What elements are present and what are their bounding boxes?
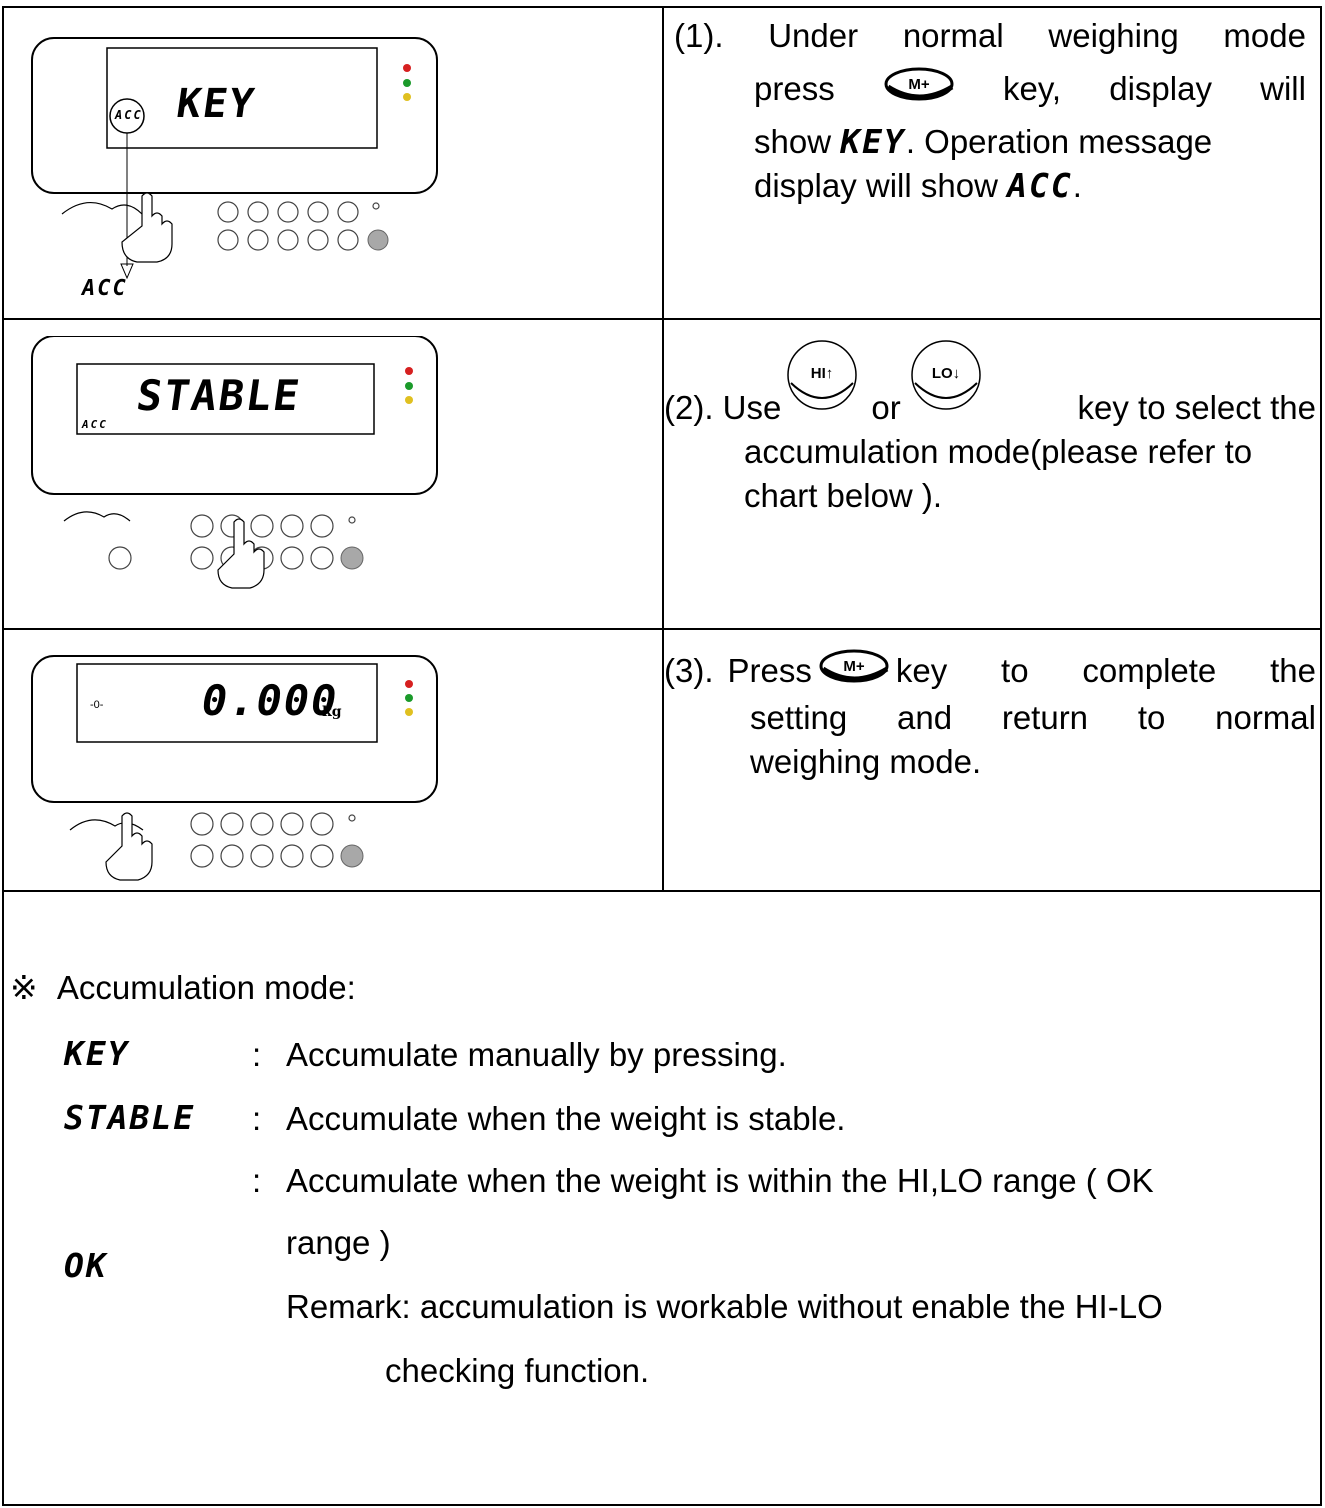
mode-code-key: KEY	[64, 1034, 130, 1073]
step2-line1: (2). Use HI↑ or LO↓ key to select the	[664, 338, 1316, 430]
word: normal	[1215, 699, 1316, 736]
word: to	[1001, 652, 1029, 689]
remark-line2: checking function.	[385, 1352, 650, 1389]
step-number: (2). Use	[664, 389, 782, 426]
step1-line3: show KEY. Operation message	[674, 120, 1306, 164]
word: key,	[1003, 70, 1062, 107]
step-number: (3).	[664, 652, 714, 689]
lcd-sub-readout: ACC	[115, 108, 143, 122]
word: return	[1001, 699, 1089, 736]
word: display	[1109, 70, 1212, 107]
scale-panel-drawing: -0-	[31, 655, 438, 881]
mode-separator: :	[252, 1100, 262, 1137]
svg-text:-0-: -0-	[90, 699, 104, 711]
scale-panel-drawing	[31, 335, 438, 589]
table-border-right	[1320, 6, 1322, 1506]
mplus-key-label: M+	[908, 76, 929, 93]
word: and	[897, 699, 953, 736]
word: key to select the	[1077, 389, 1316, 426]
modes-heading-text: Accumulation mode:	[56, 969, 356, 1006]
step2-text: (2). Use HI↑ or LO↓ key to select the ac…	[664, 338, 1316, 518]
step3-line3: weighing mode.	[750, 743, 982, 780]
word: mode	[1223, 17, 1306, 54]
hi-key-label: HI↑	[811, 365, 834, 382]
segment-code: ACC	[1007, 166, 1073, 205]
remark-line1: Remark: accumulation is workable without…	[286, 1288, 1163, 1325]
word: press	[754, 70, 835, 107]
instruction-table: KEY ACC ACC (1). Under normal weighing m…	[2, 6, 1322, 1506]
word: or	[871, 389, 901, 426]
scale-illustration-step2: STABLE ACC	[22, 335, 642, 616]
mplus-key-label: M+	[843, 658, 864, 675]
word: show	[754, 123, 832, 160]
mode-desc-key: Accumulate manually by pressing.	[286, 1036, 787, 1073]
step3-line1: (3). Press M+ key to complete the	[664, 646, 1316, 696]
word: Under	[768, 17, 859, 54]
step3-text: (3). Press M+ key to complete the settin…	[664, 646, 1316, 784]
word: .	[1072, 167, 1082, 204]
word: to	[1137, 699, 1166, 736]
step2-line2: accumulation mode(please refer to	[744, 433, 1253, 470]
segment-code: KEY	[840, 122, 906, 161]
word: the	[1270, 652, 1316, 689]
mode-code-ok: OK	[64, 1246, 108, 1285]
lcd-unit: kg	[322, 704, 342, 720]
column-divider	[662, 6, 664, 892]
step1-text: (1). Under normal weighing mode press M+…	[674, 14, 1306, 208]
step-number: (1).	[674, 17, 724, 54]
lo-key-label: LO↓	[932, 365, 960, 382]
reference-mark: ※	[10, 969, 38, 1006]
mode-code-stable: STABLE	[64, 1098, 196, 1137]
step3-line1-end: key to complete the	[896, 649, 1316, 693]
scale-panel-drawing	[31, 37, 438, 280]
mode-separator: :	[252, 1162, 262, 1199]
lcd-main-readout: 0.000	[202, 676, 339, 725]
word: normal	[902, 17, 1004, 54]
operation-message-label: ACC	[82, 276, 128, 301]
scale-illustration-step3: -0- 0.000 kg	[22, 646, 642, 886]
step1-line4: display will show ACC.	[674, 164, 1306, 208]
mplus-key-icon: M+	[883, 65, 955, 114]
step1-line1: (1). Under normal weighing mode	[674, 14, 1306, 58]
hi-key-icon: HI↑	[785, 338, 859, 423]
mode-desc-ok: Accumulate when the weight is within the…	[286, 1162, 1154, 1199]
scale-illustration-step1: KEY ACC ACC	[22, 26, 642, 306]
word: key	[895, 652, 948, 689]
mode-desc-ok-cont: range )	[286, 1224, 391, 1261]
step2-line3: chart below ).	[744, 477, 943, 514]
table-border-bottom	[2, 1504, 1322, 1506]
step1-line2: press M+ key, display will	[674, 58, 1306, 120]
table-border-left	[2, 6, 4, 1506]
lo-key-icon: LO↓	[909, 338, 983, 423]
modes-heading: ※ Accumulation mode:	[10, 968, 356, 1007]
step3-line2: setting and return to normal	[664, 696, 1316, 740]
word: Press	[727, 652, 812, 689]
word: . Operation message	[905, 123, 1213, 160]
mode-desc-stable: Accumulate when the weight is stable.	[286, 1100, 846, 1137]
mplus-key-icon: M+	[818, 647, 890, 696]
word: complete	[1082, 652, 1217, 689]
word: setting	[750, 699, 848, 736]
lcd-sub-readout: ACC	[82, 418, 108, 431]
mode-separator: :	[252, 1036, 262, 1073]
lcd-main-readout: STABLE	[133, 371, 305, 420]
word: display will show	[754, 167, 998, 204]
lcd-main-readout: KEY	[173, 81, 259, 127]
word: will	[1260, 70, 1306, 107]
word: weighing	[1048, 17, 1179, 54]
